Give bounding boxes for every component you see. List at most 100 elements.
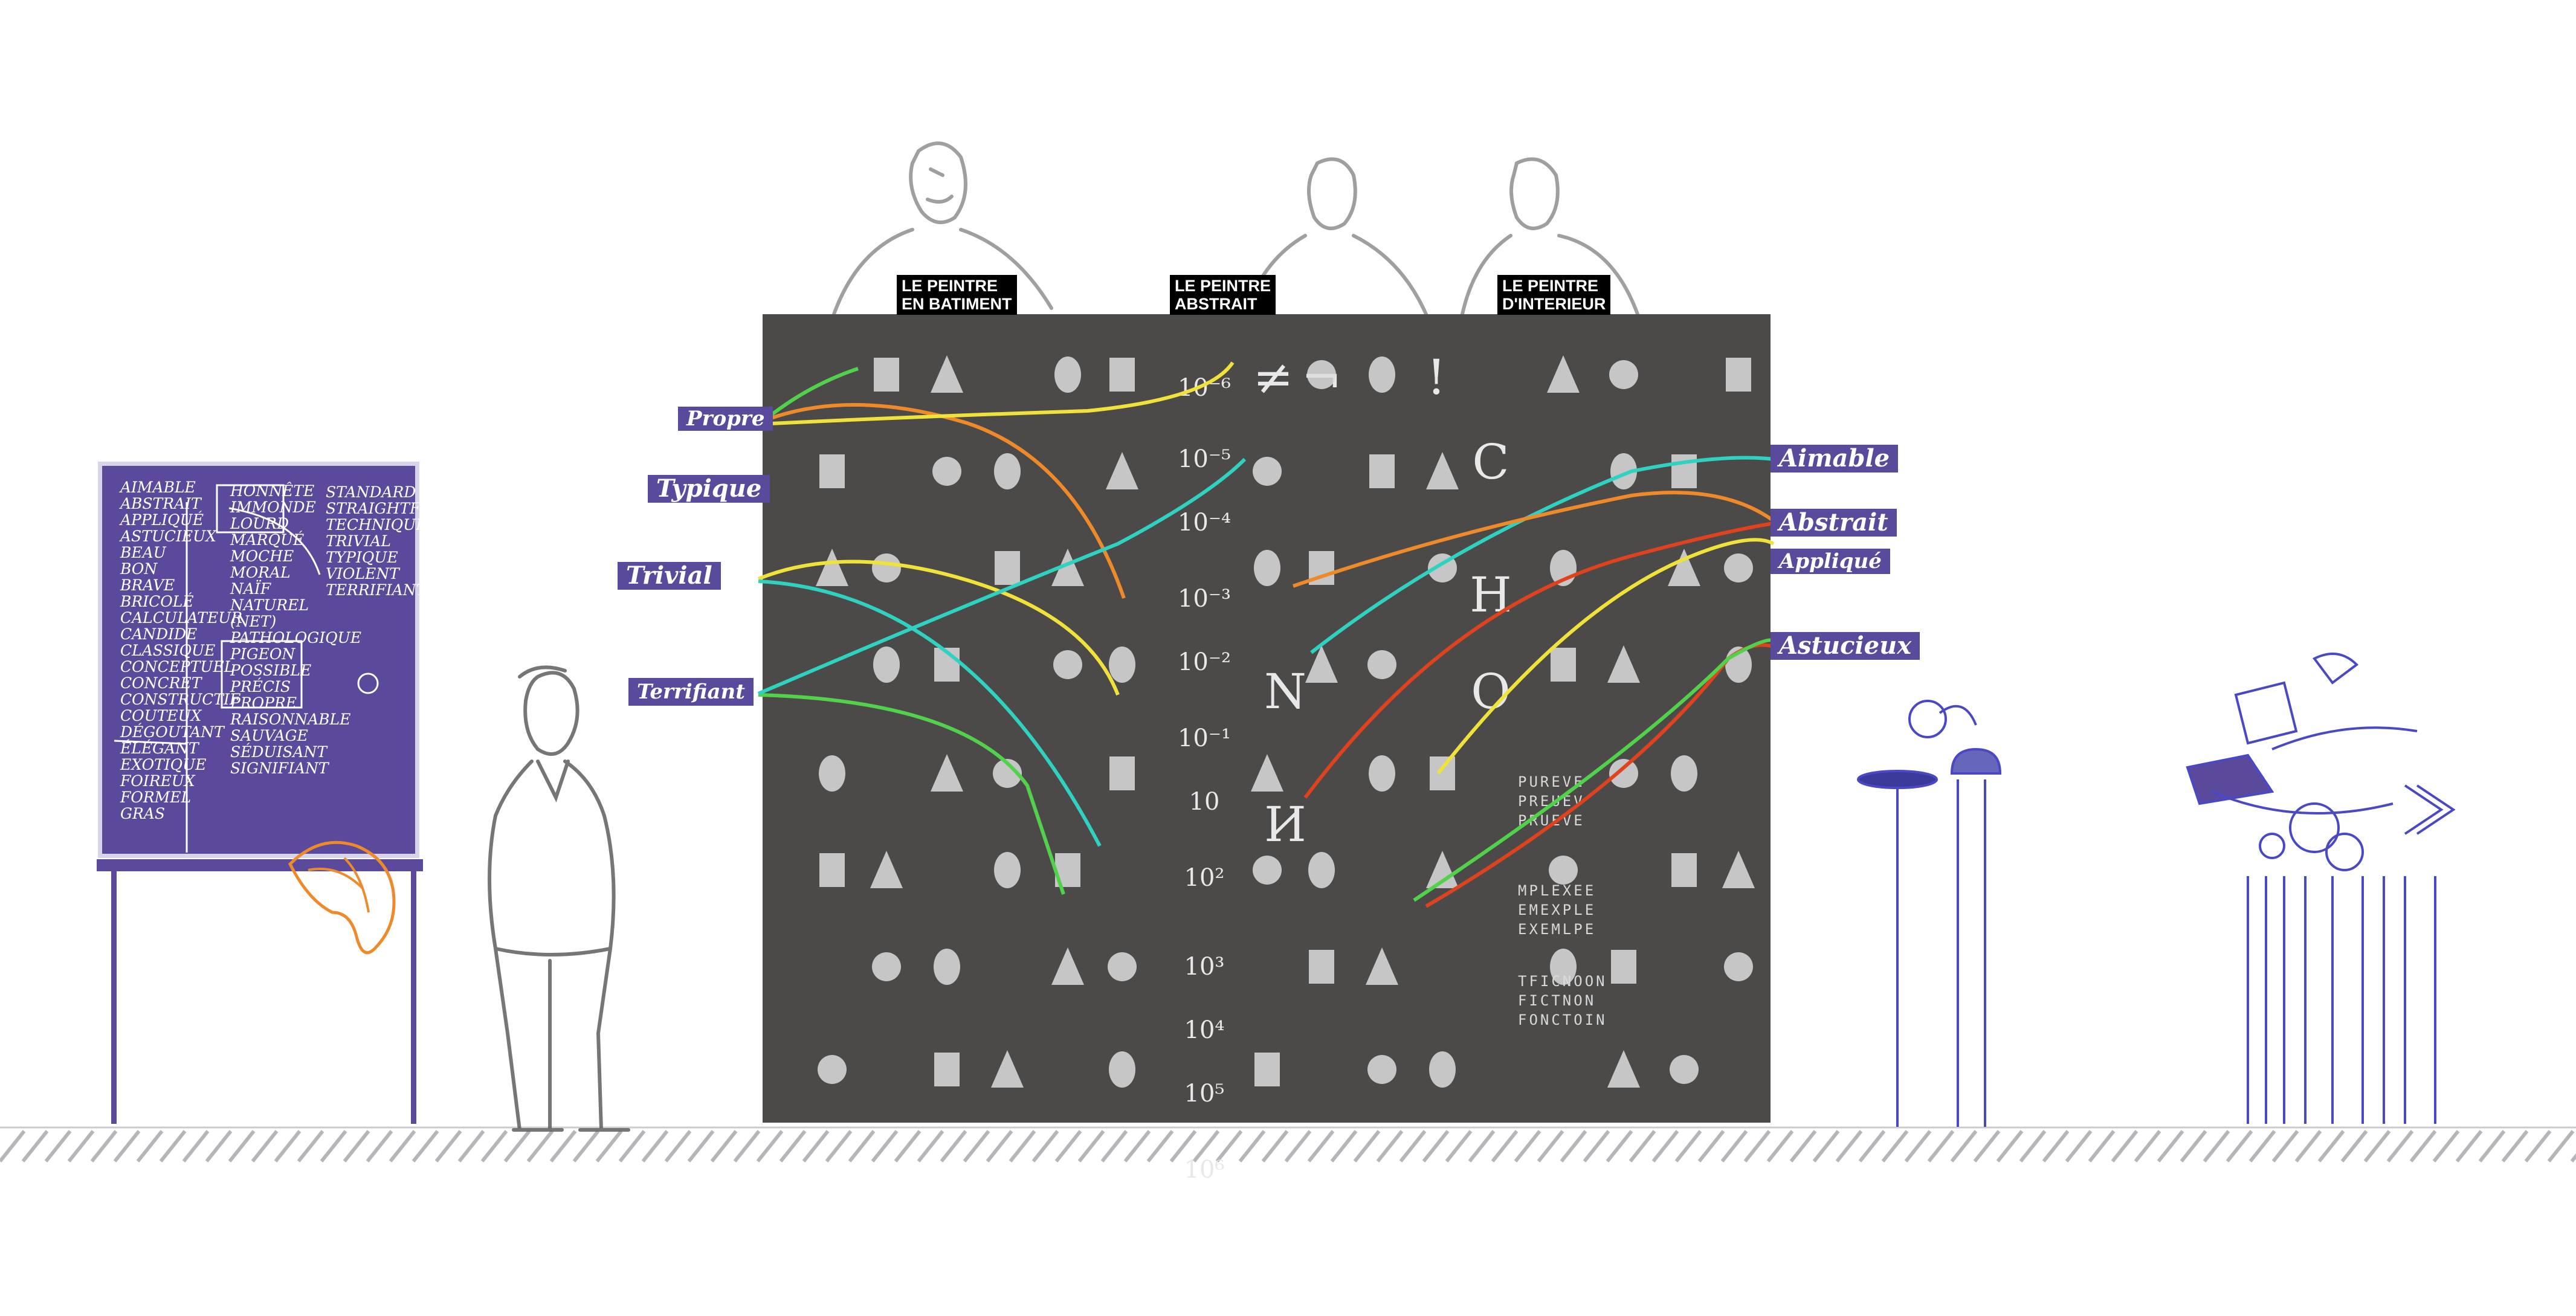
board-word: POSSIBLE (230, 662, 312, 679)
board-word: PIGEON (230, 645, 295, 663)
object-pictogram (870, 851, 903, 888)
object-pictogram (872, 553, 901, 582)
object-pictogram (1106, 452, 1138, 489)
thread-orange-aimable (1293, 491, 1775, 588)
object-pictogram (931, 754, 963, 792)
board-word: IMMONDE (230, 498, 316, 516)
board-word: EXOTIQUE (120, 756, 207, 773)
right-label-aimable: Aimable (1771, 445, 1899, 473)
object-pictogram (1607, 1050, 1640, 1088)
thread-teal-aimable (1310, 456, 1774, 654)
word-variant: FONCTOIN (1518, 1011, 1607, 1028)
right-label-astucieux: Astucieux (1771, 632, 1920, 660)
object-pictogram (1109, 1051, 1135, 1088)
right-label-abstrait: Abstrait (1771, 509, 1897, 537)
left-label-terrifiant: Terrifiant (628, 678, 754, 706)
object-pictogram (872, 952, 901, 981)
board-word: APPLIQUÉ (120, 511, 204, 529)
wall-glyph: ! (1426, 349, 1447, 405)
object-pictogram (819, 755, 845, 792)
board-word: BEAU (120, 544, 166, 561)
object-pictogram (1609, 759, 1638, 788)
object-pictogram (1426, 851, 1459, 888)
word-variant: PUREVE (1518, 773, 1585, 790)
board-word: CALCULATEUR (120, 609, 243, 627)
object-pictogram (1671, 755, 1697, 792)
standing-man-sketch (488, 665, 630, 1132)
power-label: 10⁻¹ (1177, 724, 1232, 752)
object-pictogram (1430, 756, 1455, 790)
object-pictogram (1366, 947, 1398, 985)
board-word: TRIVIAL (326, 532, 391, 550)
object-pictogram (934, 1053, 960, 1086)
board-word: CONCEPTUEL (120, 658, 234, 676)
object-pictogram (1369, 356, 1395, 393)
board-word: TYPIQUE (326, 549, 398, 566)
object-pictogram (931, 355, 963, 393)
power-label: 10³ (1184, 953, 1225, 981)
object-pictogram (1253, 856, 1282, 885)
object-pictogram (1609, 360, 1638, 389)
board-word: NAÏF (230, 580, 271, 598)
power-label: 10⁻⁵ (1177, 445, 1232, 473)
object-pictogram (1053, 650, 1082, 679)
object-pictogram (873, 647, 900, 683)
object-pictogram (1254, 550, 1280, 586)
object-pictogram (1426, 452, 1459, 489)
board-word: (NET) (230, 613, 277, 630)
board-word: VIOLENT (326, 565, 399, 582)
object-pictogram (1610, 453, 1637, 489)
board-word: TERRIFIANT (326, 581, 427, 599)
power-label: 10 (1189, 788, 1220, 816)
object-pictogram (934, 949, 960, 985)
thread-orange-propre (757, 403, 1126, 599)
object-pictogram (1253, 457, 1282, 486)
object-pictogram (1547, 355, 1580, 393)
board-word: STANDARD (326, 483, 416, 501)
board-word: COUTEUX (120, 707, 202, 724)
floor-hatching (0, 1126, 2576, 1163)
power-label: 10⁶ (1184, 1156, 1225, 1184)
object-pictogram (1724, 952, 1753, 981)
board-word: MOCHE (230, 547, 294, 565)
chalkboard-ledge (97, 859, 423, 871)
word-variant: FICTNON (1518, 992, 1596, 1009)
board-word: DÉGOUTANT (120, 723, 224, 741)
top-label-painter-building: LE PEINTRE EN BATIMENT (897, 275, 1017, 315)
object-pictogram (1726, 358, 1751, 392)
object-pictogram (819, 454, 845, 488)
object-pictogram (1108, 952, 1137, 981)
board-word: SÉDUISANT (230, 743, 328, 761)
object-pictogram (1051, 947, 1084, 985)
object-pictogram (818, 1055, 847, 1084)
object-pictogram (1309, 950, 1334, 984)
thread-yellow-applique (1436, 538, 1775, 775)
object-pictogram (1722, 851, 1755, 888)
object-pictogram (994, 852, 1021, 888)
object-pictogram (932, 457, 961, 486)
object-pictogram (993, 759, 1022, 788)
wall-glyph: И (1264, 796, 1306, 853)
board-word: AIMABLE (120, 479, 196, 496)
pedestals-sketch (1857, 700, 2002, 1127)
thread-green-terrifiant (758, 693, 1065, 895)
board-scribbles (114, 484, 379, 853)
thread-yellow-propre (758, 361, 1235, 426)
object-pictogram (1550, 949, 1577, 985)
board-word: RAISONNABLE (230, 711, 351, 728)
top-label-painter-interior: LE PEINTRE D'INTERIEUR (1497, 275, 1611, 315)
object-pictogram (1671, 853, 1697, 887)
thread-red-abstrait (1303, 521, 1774, 799)
object-pictogram (1308, 852, 1335, 888)
top-label-painter-abstract: LE PEINTRE ABSTRAIT (1170, 275, 1276, 315)
object-pictogram (1367, 650, 1396, 679)
object-pictogram (1429, 1051, 1456, 1088)
word-variant: EXEMLPE (1518, 921, 1596, 938)
board-word: FORMEL (120, 789, 192, 806)
painter-figures-sketch (832, 141, 1639, 316)
power-label: 10⁻² (1177, 648, 1232, 676)
